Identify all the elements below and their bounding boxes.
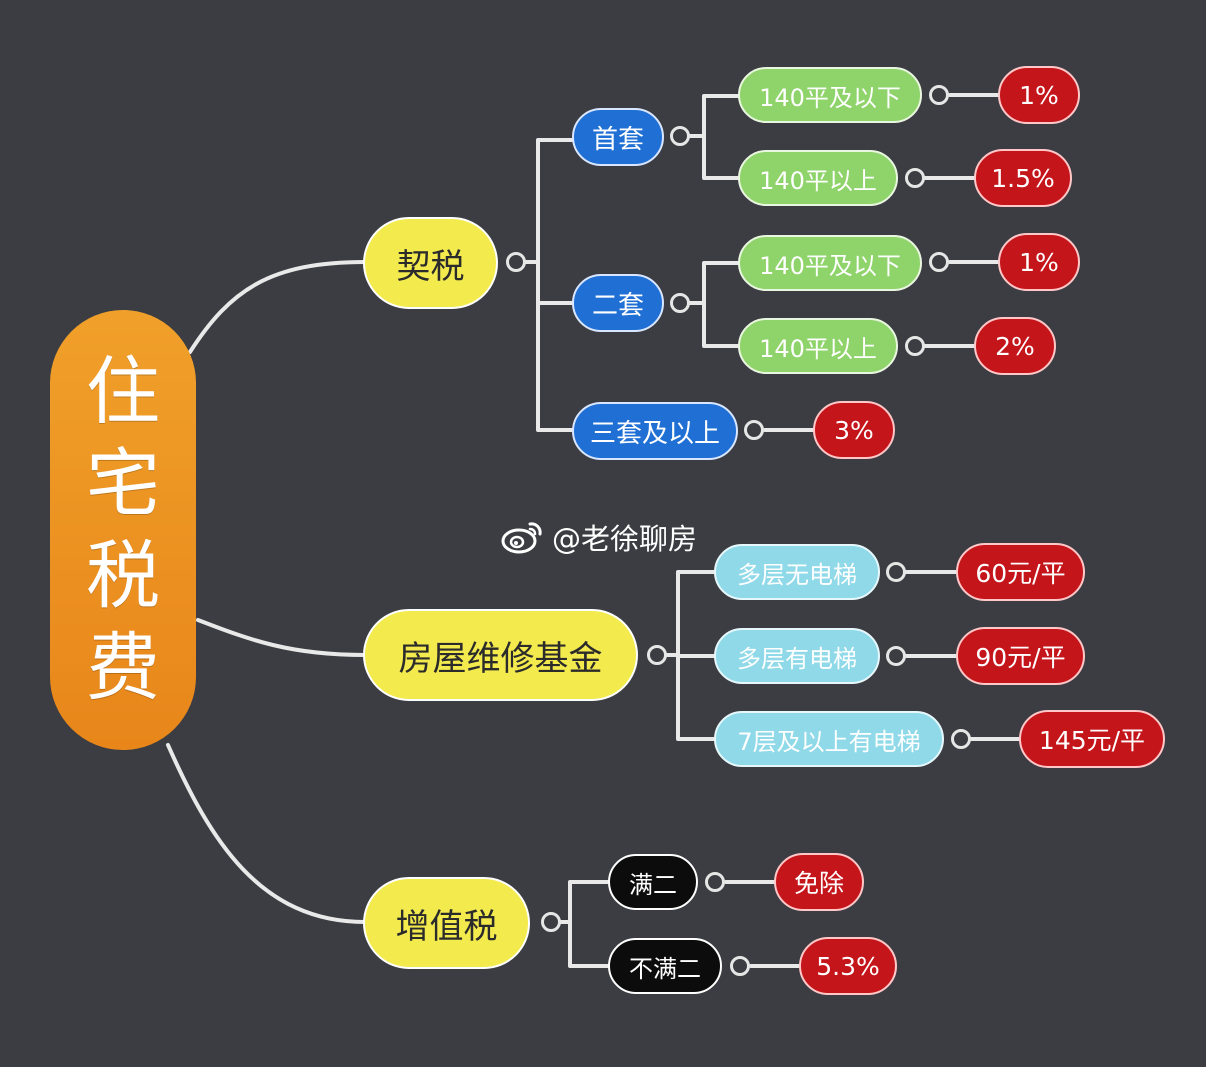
over-two-years-rate[interactable]: 免除: [774, 853, 864, 911]
over-two-years-knob[interactable]: [705, 872, 725, 892]
root-char-3: 税: [86, 533, 160, 619]
seven-plus-label: 7层及以上有电梯: [737, 727, 921, 756]
second-home-le140-node[interactable]: 140平及以下: [738, 235, 922, 291]
second-home-collapse-knob[interactable]: [670, 293, 690, 313]
no-elevator-knob[interactable]: [886, 562, 906, 582]
with-elevator-label: 多层有电梯: [737, 644, 857, 673]
seven-plus-rate[interactable]: 145元/平: [1019, 710, 1165, 768]
first-home-gt140-knob[interactable]: [905, 168, 925, 188]
third-plus-rate[interactable]: 3%: [813, 401, 895, 459]
maintenance-fund-collapse-knob[interactable]: [647, 645, 667, 665]
second-home-le140-rate-text: 1%: [1019, 247, 1059, 277]
root-char-4: 费: [86, 625, 160, 711]
maintenance-fund-node[interactable]: 房屋维修基金: [363, 609, 638, 701]
with-elevator-rate[interactable]: 90元/平: [956, 627, 1085, 685]
root-char-2: 宅: [86, 441, 160, 527]
over-two-years-label: 满二: [629, 870, 677, 899]
root-char-1: 住: [86, 349, 160, 435]
first-home-le140-node[interactable]: 140平及以下: [738, 67, 922, 123]
vat-node[interactable]: 增值税: [363, 877, 530, 969]
with-elevator-knob[interactable]: [886, 646, 906, 666]
no-elevator-node[interactable]: 多层无电梯: [714, 544, 880, 600]
connector-second-home: [688, 261, 742, 348]
seven-plus-rate-text: 145元/平: [1038, 726, 1146, 755]
connector-root-vat: [166, 743, 367, 924]
root-node[interactable]: 住 宅 税 费: [50, 310, 196, 750]
second-home-gt140-rate[interactable]: 2%: [974, 317, 1056, 375]
first-home-gt140-label: 140平以上: [759, 166, 877, 195]
first-home-gt140-node[interactable]: 140平以上: [738, 150, 898, 206]
vat-collapse-knob[interactable]: [541, 912, 561, 932]
first-home-gt140-rate[interactable]: 1.5%: [974, 149, 1072, 207]
second-home-node[interactable]: 二套: [572, 274, 664, 332]
third-plus-node[interactable]: 三套及以上: [572, 402, 738, 460]
deed-tax-label: 契税: [396, 246, 465, 287]
watermark: @老徐聊房: [500, 518, 697, 556]
under-two-years-knob[interactable]: [730, 956, 750, 976]
first-home-le140-rate[interactable]: 1%: [998, 66, 1080, 124]
with-elevator-node[interactable]: 多层有电梯: [714, 628, 880, 684]
second-home-le140-knob[interactable]: [929, 252, 949, 272]
seven-plus-knob[interactable]: [951, 729, 971, 749]
first-home-collapse-knob[interactable]: [670, 126, 690, 146]
second-home-gt140-label: 140平以上: [759, 334, 877, 363]
connector-fund: [665, 570, 718, 741]
no-elevator-rate-text: 60元/平: [975, 559, 1066, 588]
vat-label: 增值税: [395, 906, 498, 947]
second-home-gt140-rate-text: 2%: [995, 331, 1035, 361]
watermark-text: @老徐聊房: [552, 522, 698, 556]
third-plus-rate-text: 3%: [834, 415, 874, 445]
under-two-years-rate-text: 5.3%: [816, 951, 880, 981]
over-two-years-node[interactable]: 满二: [608, 854, 698, 910]
deed-tax-node[interactable]: 契税: [363, 217, 498, 309]
no-elevator-label: 多层无电梯: [737, 560, 857, 589]
second-home-le140-label: 140平及以下: [759, 251, 901, 280]
weibo-icon: [501, 522, 542, 554]
second-home-gt140-knob[interactable]: [905, 336, 925, 356]
first-home-le140-label: 140平及以下: [759, 83, 901, 112]
third-plus-label: 三套及以上: [589, 418, 720, 449]
second-home-le140-rate[interactable]: 1%: [998, 233, 1080, 291]
under-two-years-label: 不满二: [629, 954, 701, 983]
maintenance-fund-label: 房屋维修基金: [398, 638, 603, 679]
second-home-label: 二套: [591, 290, 644, 321]
with-elevator-rate-text: 90元/平: [975, 643, 1066, 672]
connector-root-fund: [196, 618, 367, 657]
under-two-years-rate[interactable]: 5.3%: [799, 937, 897, 995]
over-two-years-rate-text: 免除: [793, 869, 844, 898]
first-home-node[interactable]: 首套: [572, 108, 664, 166]
first-home-le140-knob[interactable]: [929, 85, 949, 105]
first-home-label: 首套: [591, 124, 644, 155]
first-home-le140-rate-text: 1%: [1019, 80, 1059, 110]
connector-vat: [559, 880, 612, 968]
connector-first-home: [688, 94, 742, 180]
deed-tax-collapse-knob[interactable]: [506, 252, 526, 272]
no-elevator-rate[interactable]: 60元/平: [956, 543, 1085, 601]
connector-deed-tax: [524, 138, 576, 432]
second-home-gt140-node[interactable]: 140平以上: [738, 318, 898, 374]
third-plus-knob[interactable]: [744, 420, 764, 440]
first-home-gt140-rate-text: 1.5%: [991, 163, 1055, 193]
under-two-years-node[interactable]: 不满二: [608, 938, 722, 994]
seven-plus-node[interactable]: 7层及以上有电梯: [714, 711, 944, 767]
connector-root-deed-tax: [188, 260, 367, 354]
